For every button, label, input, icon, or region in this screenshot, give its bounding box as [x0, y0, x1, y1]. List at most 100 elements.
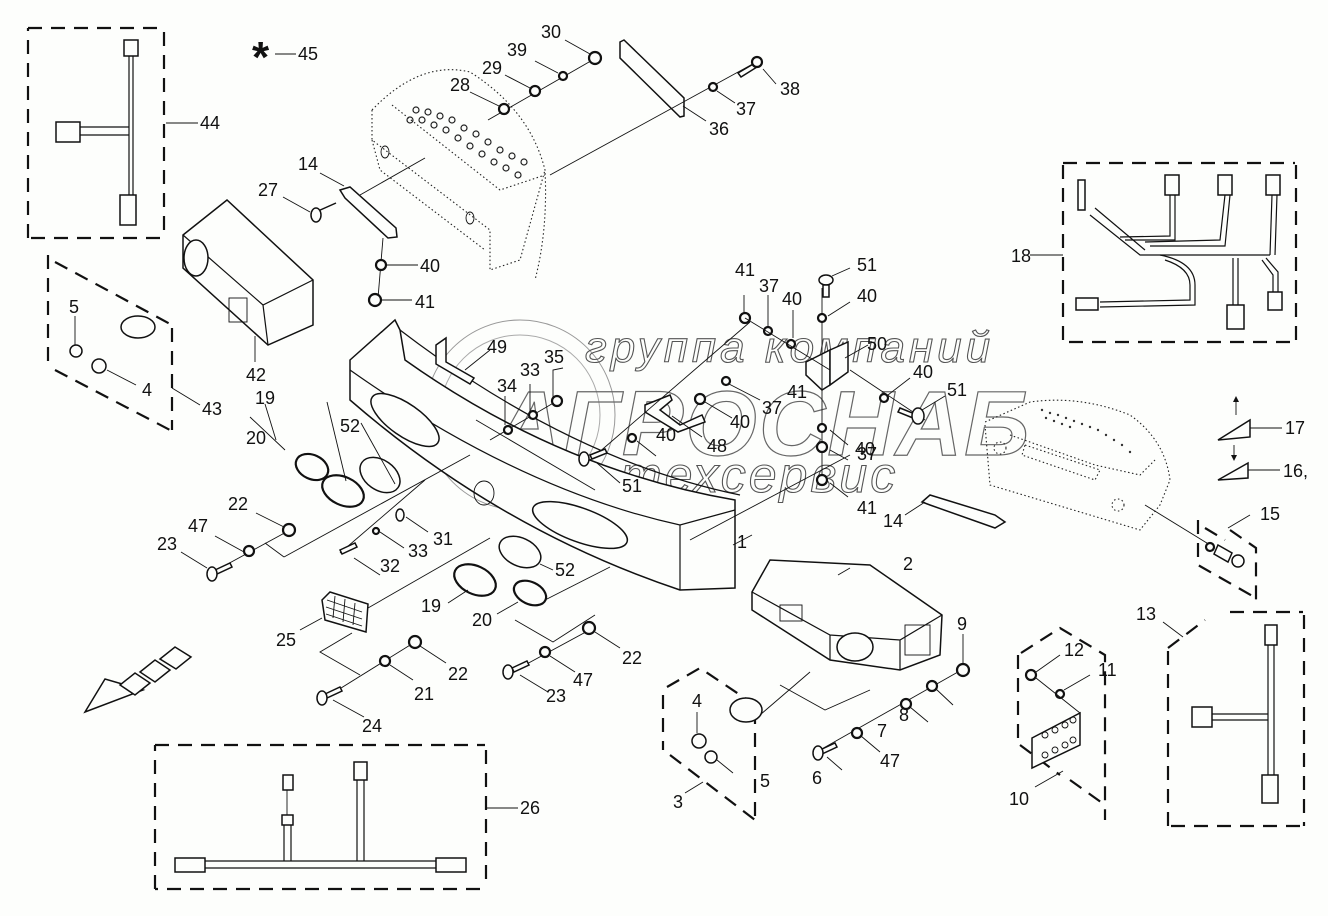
lens-43 — [120, 315, 156, 339]
callout-9: 9 — [957, 614, 967, 634]
dashed-box-43 — [46, 255, 174, 431]
lamp-20-b — [512, 579, 548, 607]
harness-18-group — [1030, 161, 1298, 344]
callout-30: 30 — [541, 22, 561, 42]
callout-1: 1 — [737, 532, 747, 552]
callout-36: 36 — [709, 119, 729, 139]
bracket-48 — [644, 394, 707, 438]
bulb-kit-3-group — [661, 666, 811, 822]
dashed-box-13 — [1166, 610, 1306, 828]
callout-5: 5 — [69, 297, 79, 317]
callout-12: 12 — [1064, 640, 1084, 660]
hardware-chain-28-30 — [469, 39, 603, 121]
nut-30 — [587, 50, 603, 66]
callout-40: 40 — [855, 439, 875, 459]
dashed-box-10 — [1016, 626, 1107, 820]
dashed-box-3 — [661, 666, 757, 822]
bulb-kit-15-group — [1196, 514, 1258, 600]
bulb-5-b — [704, 750, 718, 764]
callout-22: 22 — [622, 648, 642, 668]
callout-51: 51 — [857, 255, 877, 275]
callout-20: 20 — [246, 428, 266, 448]
callout-40: 40 — [730, 412, 750, 432]
callout-5: 5 — [760, 771, 770, 791]
callout-8: 8 — [899, 705, 909, 725]
callout-18: 18 — [1011, 246, 1031, 266]
lamp-19-b — [453, 563, 497, 597]
left-lights-group — [249, 401, 471, 558]
washer-28 — [497, 102, 511, 116]
dashed-box-15 — [1196, 520, 1258, 600]
symbol-17 — [1217, 418, 1251, 441]
callout-41: 41 — [415, 292, 435, 312]
bulb-4-b — [691, 733, 707, 749]
callout-23: 23 — [546, 686, 566, 706]
callout-38: 38 — [780, 79, 800, 99]
washer-39 — [557, 70, 569, 82]
lamp-20-a — [294, 452, 330, 482]
callout-3: 3 — [673, 792, 683, 812]
left-fastener-chain — [180, 512, 297, 582]
callout-39: 39 — [507, 40, 527, 60]
lamp-19-a — [321, 474, 365, 508]
note-marker-45: * — [252, 33, 296, 82]
callout-40: 40 — [782, 289, 802, 309]
callout-29: 29 — [482, 58, 502, 78]
callout-34: 34 — [497, 376, 517, 396]
callout-labels: 1 2 3 4 4 5 5 6 7 8 9 10 11 12 13 14 14 … — [69, 22, 1308, 818]
orientation-symbols — [1217, 396, 1282, 481]
plate-36-group — [549, 39, 777, 176]
callout-49: 49 — [487, 337, 507, 357]
symbol-16 — [1217, 461, 1249, 481]
bulb-4-a — [91, 358, 107, 374]
callout-21: 21 — [414, 684, 434, 704]
callout-41: 41 — [857, 498, 877, 518]
bezel-socket — [473, 480, 495, 506]
callout-52: 52 — [340, 416, 360, 436]
callout-16: 16, — [1283, 461, 1308, 481]
callout-40: 40 — [913, 362, 933, 382]
connector-right — [435, 857, 467, 873]
bezel-opening-left — [370, 392, 440, 448]
callout-26: 26 — [520, 798, 540, 818]
right-lights-group — [447, 535, 621, 693]
callout-50: 50 — [867, 334, 887, 354]
callout-24: 24 — [362, 716, 382, 736]
bracket-49 — [435, 336, 491, 386]
washer-40-a — [374, 258, 388, 272]
hardware-chain-40-51-a — [578, 295, 831, 484]
callout-37: 37 — [736, 99, 756, 119]
grille-housing-right — [984, 399, 1216, 549]
terminal-block-10 — [1031, 711, 1081, 770]
nut-41-a — [367, 292, 383, 308]
connector-bottom — [119, 194, 137, 226]
callout-40: 40 — [420, 256, 440, 276]
harness-44-group — [26, 26, 198, 240]
bracket-14-top-group — [282, 157, 426, 308]
callout-22: 22 — [448, 664, 468, 684]
callout-27: 27 — [258, 180, 278, 200]
hardware-chain-33-35 — [475, 367, 596, 491]
gasket-52-a — [359, 456, 401, 494]
bracket-14-right — [904, 494, 1007, 529]
dashed-box-44 — [26, 26, 166, 240]
work-lamp-25 — [299, 537, 491, 718]
callout-25: 25 — [276, 630, 296, 650]
callout-37: 37 — [857, 444, 877, 464]
bracket-50 — [805, 340, 869, 391]
lens-3 — [729, 697, 763, 723]
washer-29 — [528, 84, 542, 98]
callout-13: 13 — [1136, 604, 1156, 624]
callout-37: 37 — [759, 276, 779, 296]
callout-23: 23 — [157, 534, 177, 554]
bulb-5-a — [69, 344, 83, 358]
callout-10: 10 — [1009, 789, 1029, 809]
callout-35: 35 — [544, 347, 564, 367]
screw-27 — [310, 207, 322, 223]
callout-40: 40 — [656, 425, 676, 445]
fastener-chain-6-9 — [779, 634, 971, 771]
callout-47: 47 — [880, 751, 900, 771]
fastener-chain-31-33 — [338, 479, 429, 576]
bulb-kit-43-group — [46, 255, 201, 431]
